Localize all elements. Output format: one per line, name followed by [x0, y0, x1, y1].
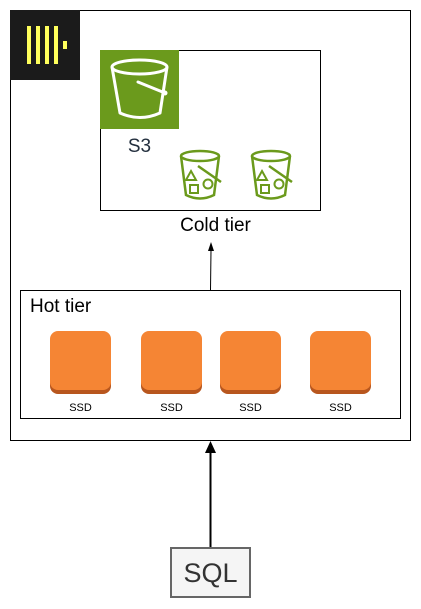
- s3-icon: [100, 50, 179, 129]
- bucket-icon: [250, 149, 293, 200]
- clickhouse-logo-icon: [10, 10, 80, 80]
- ssd-icon: [141, 331, 202, 394]
- ssd-label: SSD: [329, 402, 352, 414]
- cold-tier-label: Cold tier: [180, 215, 251, 236]
- ssd-icon: [50, 331, 111, 394]
- sql-client-box: SQL: [170, 547, 251, 598]
- ssd-icon: [220, 331, 281, 394]
- ssd-label: SSD: [239, 402, 262, 414]
- sql-to-system-arrow: [205, 441, 216, 547]
- ssd-label: SSD: [69, 402, 92, 414]
- s3-label: S3: [127, 136, 152, 157]
- hot-tier-label: Hot tier: [30, 296, 92, 317]
- bucket-icon: [179, 149, 222, 200]
- cold-tier-box: [100, 50, 321, 211]
- system-boundary: [10, 10, 411, 441]
- hot-to-cold-arrow: [208, 242, 214, 291]
- hot-tier-box: [20, 290, 401, 419]
- ssd-icon: [310, 331, 371, 394]
- ssd-label: SSD: [160, 402, 183, 414]
